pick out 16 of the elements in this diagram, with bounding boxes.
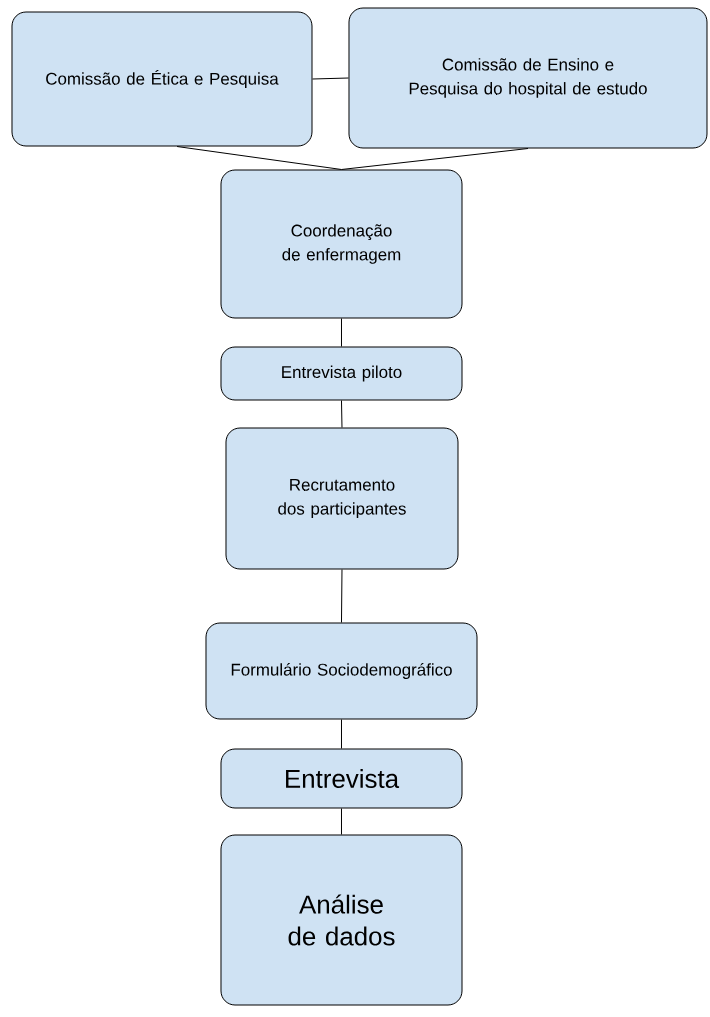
process-box: Recrutamento dos participantes	[225, 427, 459, 570]
connector-line	[341, 318, 342, 347]
connector-line	[341, 719, 342, 749]
connector-line	[312, 77, 349, 80]
process-box: Comissão de Ensino e Pesquisa do hospital de estudo	[348, 7, 708, 149]
connector-line	[341, 569, 343, 623]
connector-line	[341, 808, 342, 835]
process-box: Comissão de Ética e Pesquisa	[11, 11, 313, 147]
process-box: Entrevista	[220, 748, 463, 809]
process-box: Formulário Sociodemográfico	[205, 622, 478, 720]
process-box: Entrevista piloto	[220, 346, 463, 401]
connector-line	[341, 148, 529, 170]
process-box: Coordenação de enfermagem	[220, 169, 463, 319]
connector-line	[176, 146, 342, 170]
connector-line	[341, 400, 343, 428]
process-box: Análise de dados	[220, 834, 463, 1006]
